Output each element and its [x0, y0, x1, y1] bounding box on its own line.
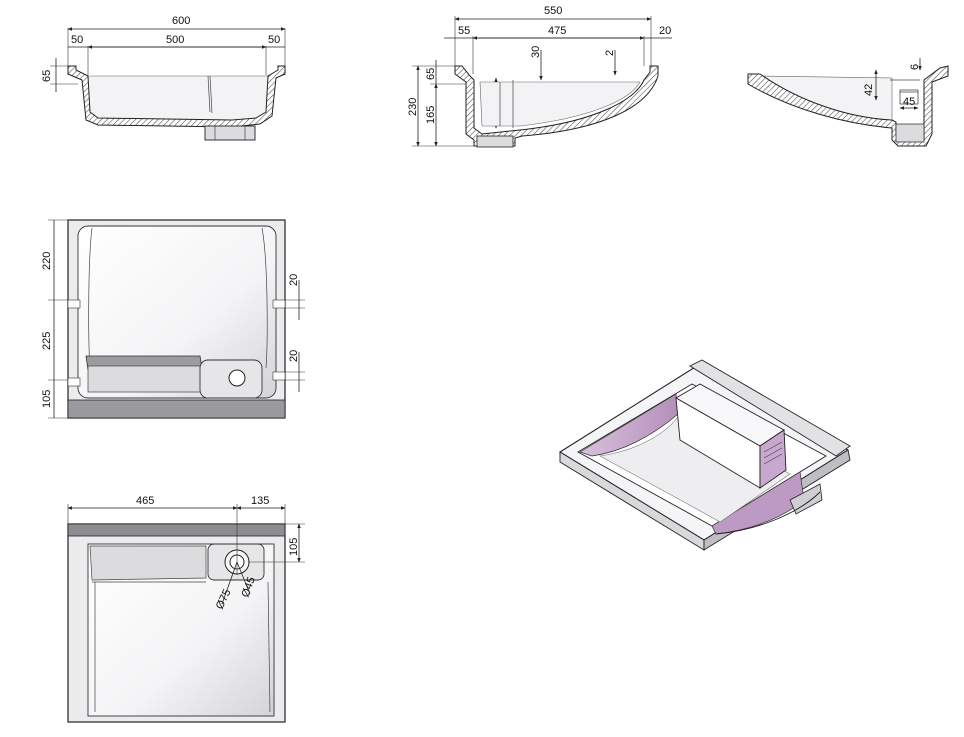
bottom-shelf [89, 545, 207, 581]
dim-front-600: 600 [172, 15, 190, 27]
dim-detail-45: 45 [903, 96, 915, 108]
dim-bottom-465: 465 [136, 495, 154, 507]
side-section-wall [454, 65, 659, 147]
front-basin-interior [84, 75, 271, 125]
dim-side-165: 165 [425, 106, 437, 124]
dim-side-65: 65 [425, 68, 437, 80]
dim-top-220: 220 [41, 252, 53, 270]
dim-detail-42: 42 [863, 84, 875, 96]
dim-side-550: 550 [544, 5, 562, 17]
bottom-view: 465 135 105 Ø75 Ø45 [67, 495, 305, 723]
front-drain [204, 125, 256, 141]
dim-side-230: 230 [407, 98, 419, 116]
dim-top-20-lower: 20 [288, 350, 300, 362]
front-section-wall [67, 65, 286, 128]
dim-side-30: 30 [530, 46, 542, 58]
dim-front-65: 65 [41, 70, 53, 82]
dim-front-500: 500 [166, 34, 184, 46]
dim-top-225: 225 [41, 332, 53, 350]
dim-bottom-105: 105 [288, 538, 300, 556]
dim-side-475: 475 [548, 25, 566, 37]
top-drain-hole [228, 369, 246, 387]
dim-detail-6: 6 [909, 64, 921, 70]
dim-front-50-right: 50 [268, 34, 280, 46]
side-section-view: 550 55 475 20 30 2 65 230 165 150 [407, 5, 672, 148]
detail-section-wall [747, 65, 949, 147]
detail-section-view: 6 42 45 [747, 58, 949, 147]
isometric-render [558, 359, 851, 551]
dim-side-55: 55 [458, 25, 470, 37]
dim-side-2: 2 [604, 50, 616, 56]
front-section-view: 600 50 500 50 65 [41, 15, 286, 141]
dim-bottom-135: 135 [251, 495, 269, 507]
dim-top-20-upper: 20 [288, 274, 300, 286]
top-view: 220 225 105 20 20 [41, 219, 305, 419]
dim-side-20: 20 [659, 25, 671, 37]
dim-top-105: 105 [41, 390, 53, 408]
side-basin-interior [479, 81, 641, 127]
top-basin-bowl [77, 225, 277, 399]
dim-front-50-left: 50 [71, 34, 83, 46]
side-drain [476, 135, 514, 148]
